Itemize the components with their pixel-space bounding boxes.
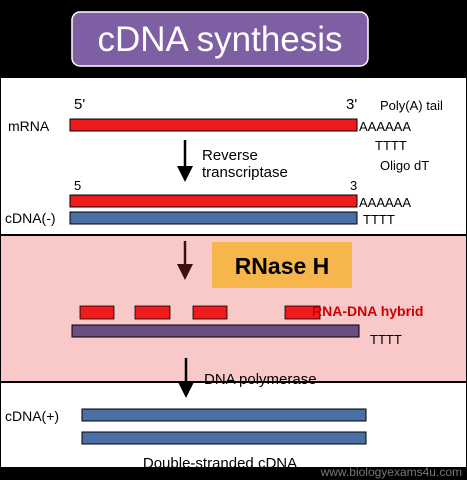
mrna-template-strand	[69, 194, 358, 208]
tttt-3: TTTT	[370, 332, 402, 347]
tttt-2: TTTT	[363, 212, 395, 227]
cdna-minus-strand	[69, 211, 358, 225]
oligo-tttt: TTTT	[375, 138, 407, 153]
rna-fragment	[134, 305, 171, 320]
polya-sequence: AAAAAA	[359, 119, 411, 134]
watermark-text: www.biologyexams4u.com	[320, 465, 462, 479]
cdna-plus-label: cDNA(+)	[5, 408, 59, 424]
five-end-label: 5	[74, 178, 81, 193]
hybrid-strand	[71, 324, 360, 338]
double-stranded-label: Double-stranded cDNA	[143, 455, 297, 472]
polya-sequence-2: AAAAAA	[359, 195, 411, 210]
rna-fragment	[79, 305, 115, 320]
five-prime-label: 5'	[74, 96, 85, 113]
oligo-dt-label: Oligo dT	[380, 158, 429, 173]
mrna-label: mRNA	[8, 118, 50, 134]
reverse-label: Reverse	[202, 147, 258, 164]
rna-fragment	[284, 305, 321, 320]
cdna-plus-strand	[81, 408, 367, 422]
rna-fragment	[192, 305, 228, 320]
rnase-h-label: RNase H	[235, 253, 330, 279]
top-panel	[1, 78, 466, 234]
mrna-strand	[69, 118, 358, 132]
polya-tail-label: Poly(A) tail	[380, 98, 443, 113]
down-arrow-icon-2	[177, 241, 193, 280]
bottom-panel	[1, 383, 466, 467]
rna-dna-hybrid-label: RNA-DNA hybrid	[312, 303, 423, 319]
rnase-h-box	[212, 242, 352, 288]
down-arrow-icon-3	[178, 358, 194, 398]
dna-polymerase-label: DNA polymerase	[204, 371, 317, 388]
three-end-label: 3	[350, 178, 357, 193]
page-title: cDNA synthesis	[97, 20, 342, 59]
cdna-minus-strand-final	[81, 431, 367, 445]
down-arrow-icon	[177, 140, 193, 182]
cdna-minus-label: cDNA(-)	[5, 210, 56, 226]
three-prime-label: 3'	[346, 96, 357, 113]
title-box	[71, 11, 369, 67]
transcriptase-label: transcriptase	[202, 164, 288, 181]
